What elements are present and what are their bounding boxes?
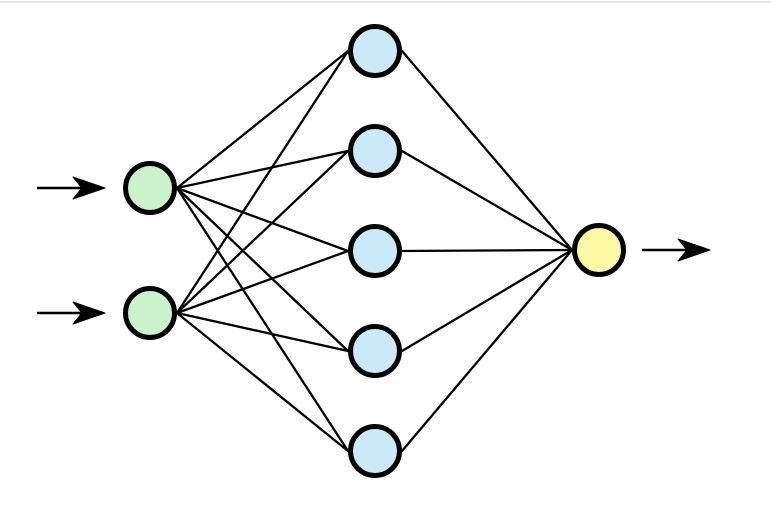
connection-edge-h3-o1: [400, 248, 574, 253]
connection-edge-i2-h4: [175, 311, 350, 353]
hidden-node-2: [348, 124, 402, 178]
connection-edge-i2-h3: [175, 249, 350, 315]
input-arrow-1: [37, 176, 106, 200]
output-arrow: [642, 238, 711, 262]
connection-edge-i2-h1: [175, 49, 350, 315]
input-node-2: [123, 286, 177, 340]
arrow-right-icon: [677, 238, 711, 262]
connection-edge-i1-h2: [175, 149, 350, 190]
connection-edge-h2-o1: [400, 149, 574, 252]
hidden-node-3: [348, 224, 402, 278]
connection-edge-i1-h1: [175, 49, 350, 190]
connection-edge-h5-o1: [400, 248, 574, 453]
connection-edge-i1-h4: [175, 186, 350, 353]
hidden-node-5: [348, 424, 402, 478]
input-arrow-2: [37, 301, 106, 325]
connection-edge-i2-h2: [175, 149, 350, 315]
input-node-1: [123, 161, 177, 215]
connection-edge-i1-h3: [175, 186, 350, 253]
connection-edge-h4-o1: [400, 248, 574, 353]
connection-edge-i1-h5: [175, 186, 350, 453]
connection-edge-h1-o1: [400, 49, 574, 252]
hidden-node-1: [348, 24, 402, 78]
arrow-right-icon: [72, 176, 106, 200]
arrow-right-icon: [72, 301, 106, 325]
output-node-1: [572, 223, 626, 277]
hidden-node-4: [348, 324, 402, 378]
connection-edge-i2-h5: [175, 311, 350, 453]
